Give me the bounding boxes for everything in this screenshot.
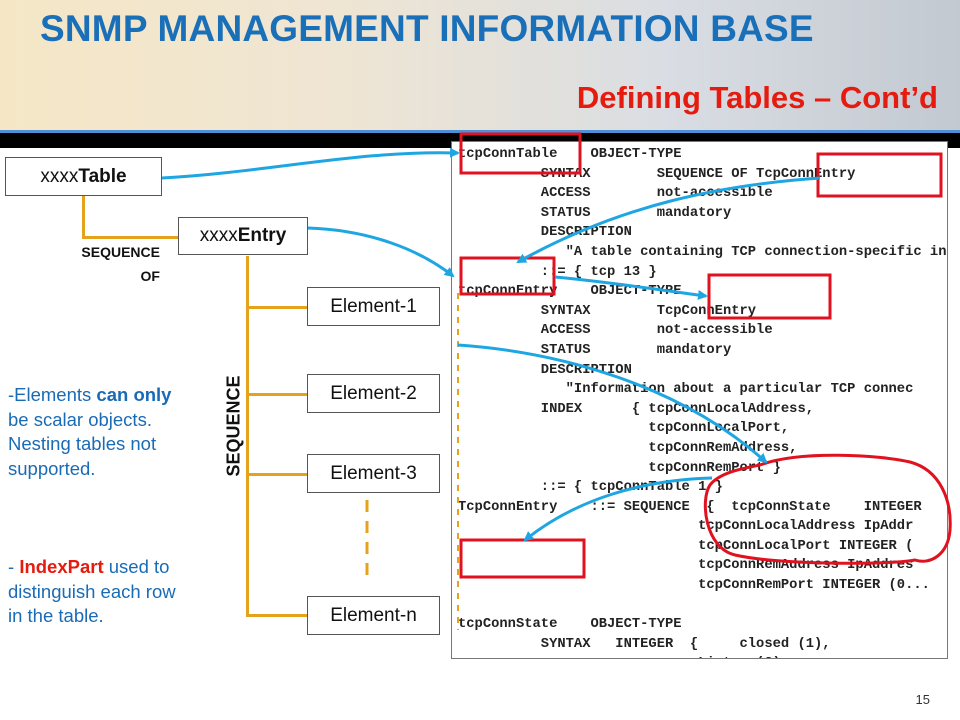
arrow-element1-to-sequence [457, 343, 768, 464]
entry-box-prefix: xxxx [199, 225, 238, 246]
note-elements-emphasis: can only [96, 384, 172, 405]
element-2-box: Element-2 [307, 374, 440, 413]
mib-code-text: tcpConnTable OBJECT-TYPE SYNTAX SEQUENCE… [458, 147, 947, 658]
highlight-sequence-ellipse [703, 453, 952, 565]
page-number: 15 [915, 692, 930, 707]
note-indexpart-text-c: used to distinguish each row in the tabl… [8, 556, 176, 626]
highlight-tcpconnentry-syntax [816, 152, 943, 198]
table-box-bold: Table [78, 165, 127, 187]
element-1-box: Element-1 [307, 287, 440, 326]
connector-element-1 [246, 306, 308, 309]
connector-element-3 [246, 473, 308, 476]
note-indexpart-text-a: - [8, 556, 20, 577]
sequence-of-line-2: OF [140, 268, 160, 284]
arrow-table-to-tcpconntable [161, 147, 460, 180]
arrow-sequence-to-tcpconnstate [523, 476, 713, 542]
arrow-entry-to-tcpconnentry [307, 226, 455, 278]
connector-element-n [246, 614, 308, 617]
table-box-prefix: xxxx [40, 165, 79, 187]
highlight-tcpconnentry [459, 256, 556, 296]
connector-table-entry [82, 236, 178, 239]
mib-code-listing: tcpConnTable OBJECT-TYPE SYNTAX SEQUENCE… [451, 141, 948, 659]
slide-title: SNMP MANAGEMENT INFORMATION BASE [40, 8, 814, 49]
connector-entry-down [246, 256, 249, 616]
arrow-syntax-to-tcpconnentry [516, 176, 821, 264]
note-elements-text-c: be scalar objects. Nesting tables not su… [8, 408, 157, 479]
highlight-tcpconnentry-type [707, 273, 832, 320]
connector-element-2 [246, 393, 308, 396]
slide-subtitle: Defining Tables – Cont’d [576, 80, 938, 115]
connector-table-down [82, 196, 85, 238]
sequence-of-line-1: SEQUENCE [81, 244, 160, 260]
entry-box-bold: Entry [237, 225, 287, 246]
arrow-entry-to-tcpconnentry-type [554, 275, 708, 300]
element-3-box: Element-3 [307, 454, 440, 493]
sequence-of-label: SEQUENCE OF [30, 240, 160, 288]
note-elements: -Elements can only be scalar objects. Ne… [8, 383, 180, 481]
note-elements-text-a: -Elements [8, 384, 97, 405]
highlight-tcpconntable [459, 132, 582, 175]
header-divider [0, 130, 960, 133]
note-indexpart-emphasis: IndexPart [19, 556, 104, 577]
element-n-box: Element-n [307, 596, 440, 635]
note-indexpart: - IndexPart used to distinguish each row… [8, 555, 180, 629]
slide-header [0, 0, 960, 130]
highlight-tcpconnstate [459, 538, 586, 579]
